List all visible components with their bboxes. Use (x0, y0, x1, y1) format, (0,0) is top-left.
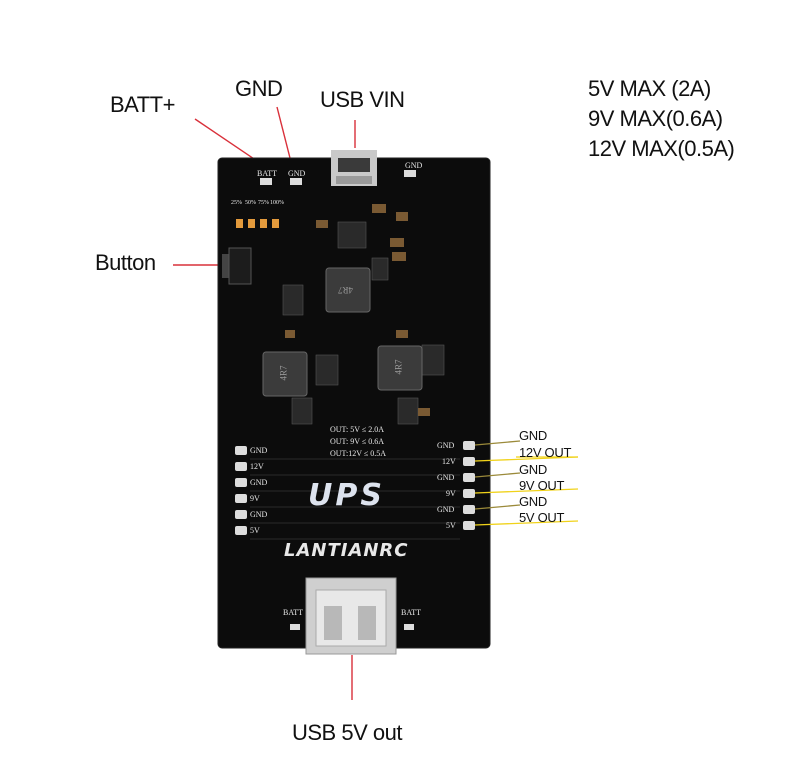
inductor-right (377, 345, 423, 391)
silk-right-pin-6: 5V (446, 521, 456, 530)
silk-left-pin-1: GND (250, 446, 268, 455)
silk-right-pin-4: 9V (446, 489, 456, 498)
silk-right-pin-1: GND (437, 441, 455, 450)
inductor-top (325, 267, 371, 313)
silk-left-pin-2: 12V (250, 462, 264, 471)
silk-gnd-top: GND (288, 169, 306, 178)
silk-out-9v: OUT: 9V ≤ 0.6A (330, 437, 385, 446)
brand-logo: LANTIANRC (284, 540, 409, 561)
output-wires (474, 440, 579, 526)
silk-inductor-left: 4R7 (278, 365, 289, 381)
silk-right-pin-2: 12V (442, 457, 456, 466)
pcb-board (218, 158, 490, 648)
leader-lines (173, 106, 356, 700)
right-pin-pads (463, 441, 475, 530)
spec-5v: 5V MAX (2A) (588, 76, 711, 101)
silk-led-100: 100% (270, 200, 284, 206)
usb-5v-out-label: USB 5V out (292, 720, 402, 745)
silk-led-50: 50% (245, 200, 256, 206)
silk-batt-bottom-right: BATT (401, 608, 421, 617)
button-label: Button (95, 250, 156, 275)
spec-12v: 12V MAX(0.5A) (588, 136, 735, 161)
usb-micro-connector (331, 150, 377, 186)
silk-inductor-top: 4R7 (338, 285, 354, 295)
silk-left-pin-4: 9V (250, 494, 260, 503)
silk-out-5v: OUT: 5V ≤ 2.0A (330, 425, 385, 434)
side-button (222, 247, 252, 285)
silk-left-pin-6: 5V (250, 526, 260, 535)
inductor-left (262, 351, 308, 397)
silk-inductor-right: 4R7 (393, 359, 404, 375)
silk-left-pin-3: GND (250, 478, 268, 487)
silk-led-25: 25% (231, 200, 242, 206)
gnd-label: GND (235, 76, 283, 101)
usb-vin-label: USB VIN (320, 87, 405, 112)
spec-9v: 9V MAX(0.6A) (588, 106, 723, 131)
ups-logo: UPS (308, 478, 385, 513)
silk-right-pin-5: GND (437, 505, 455, 514)
output-label-12v: 12V OUT (519, 445, 572, 460)
output-label-5v: 5V OUT (519, 510, 565, 525)
batt-plus-label: BATT+ (110, 92, 175, 117)
silk-right-pin-3: GND (437, 473, 455, 482)
led-indicators (236, 219, 279, 228)
output-label-gnd-3: GND (519, 494, 547, 509)
output-label-gnd-2: GND (519, 462, 547, 477)
output-label-9v: 9V OUT (519, 478, 565, 493)
silk-batt-bottom-left: BATT (283, 608, 303, 617)
left-pin-pads (235, 446, 247, 535)
silk-out-12v: OUT:12V ≤ 0.5A (330, 449, 387, 458)
silk-left-pin-5: GND (250, 510, 268, 519)
silk-led-75: 75% (258, 200, 269, 206)
output-label-gnd-1: GND (519, 428, 547, 443)
silk-batt-top: BATT (257, 169, 277, 178)
usb-a-port (305, 577, 397, 655)
silk-gnd-top-right: GND (405, 161, 423, 170)
